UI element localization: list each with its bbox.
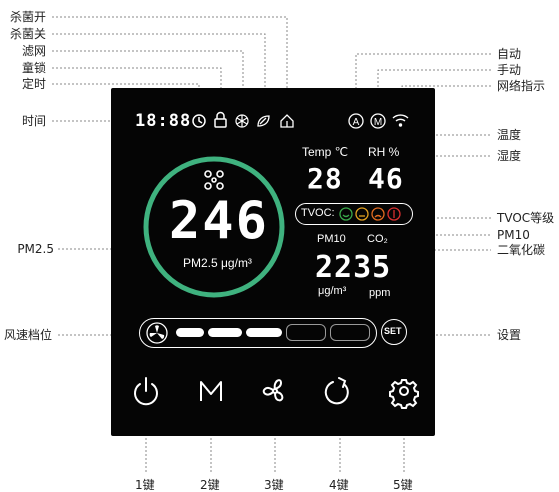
label-pm25: PM2.5 <box>17 242 54 256</box>
label-key-4: 4键 <box>329 478 349 492</box>
manual-mode-icon <box>370 113 386 129</box>
power-icon[interactable] <box>134 377 158 406</box>
manual-mode-letter: M <box>374 117 382 128</box>
label-key-3: 3键 <box>264 478 284 492</box>
pm10-co2-value: 2235 <box>315 250 392 285</box>
pm10-unit: μg/m³ <box>318 285 347 297</box>
gear-icon[interactable] <box>389 379 419 409</box>
tvoc-poor-icon <box>371 207 385 221</box>
label-key-1: 1键 <box>135 478 155 492</box>
temp-label: Temp ℃ <box>302 145 349 159</box>
label-timer: 定时 <box>21 77 46 91</box>
label-tvoc-level: TVOC等级 <box>497 211 555 225</box>
status-icons: A M <box>192 111 409 129</box>
auto-mode-icon <box>348 113 364 129</box>
rh-label: RH % <box>368 145 400 159</box>
temp-value: 28 <box>307 162 343 195</box>
label-time: 时间 <box>21 114 46 128</box>
pm25-ring <box>143 156 285 298</box>
label-auto: 自动 <box>497 47 522 61</box>
wifi-icon <box>392 114 409 127</box>
fan-icon[interactable] <box>262 379 284 402</box>
clock-display: 18:88 <box>135 111 192 131</box>
fan-speed-icon <box>146 322 168 344</box>
tvoc-good-icon <box>339 207 353 221</box>
label-sterilize-on: 杀菌开 <box>9 10 46 24</box>
co2-label: CO₂ <box>367 233 388 245</box>
fan-level-1 <box>176 328 204 337</box>
label-sterilize-off: 杀菌关 <box>9 27 46 41</box>
label-settings: 设置 <box>497 328 522 342</box>
clock-icon <box>192 114 206 128</box>
sterilize-off-icon <box>257 115 270 127</box>
label-fan-level: 风速档位 <box>3 328 52 342</box>
lock-icon <box>214 111 227 128</box>
sterilize-on-icon <box>280 114 294 128</box>
label-humidity: 湿度 <box>497 149 522 163</box>
set-button[interactable]: SET <box>381 319 407 345</box>
label-temperature: 温度 <box>497 128 522 142</box>
fan-level-5 <box>330 324 370 341</box>
refresh-icon[interactable] <box>324 377 349 405</box>
tvoc-severe-icon <box>387 207 401 221</box>
pm25-unit: PM2.5 μg/m³ <box>183 256 252 270</box>
fan-glyph-icon <box>204 170 224 190</box>
pm10-label: PM10 <box>317 233 346 245</box>
label-manual: 手动 <box>497 63 522 77</box>
label-pm10: PM10 <box>497 228 530 242</box>
auto-mode-letter: A <box>353 117 360 128</box>
tvoc-indicator: TVOC: <box>295 203 413 225</box>
label-key-2: 2键 <box>200 478 220 492</box>
label-child-lock: 童锁 <box>21 61 46 75</box>
fan-level-2 <box>208 328 242 337</box>
label-key-5: 5键 <box>393 478 413 492</box>
touch-keys <box>134 377 419 409</box>
tvoc-moderate-icon <box>355 207 369 221</box>
mode-m-icon[interactable] <box>200 381 222 401</box>
label-filter: 滤网 <box>21 44 46 58</box>
tvoc-label: TVOC: <box>301 207 335 219</box>
fan-speed-bar <box>139 318 377 348</box>
fan-level-3 <box>246 328 282 337</box>
pm25-value: 246 <box>169 191 269 251</box>
tvoc-faces <box>339 207 401 221</box>
set-label: SET <box>384 326 402 336</box>
fan-level-4 <box>286 324 326 341</box>
co2-unit: ppm <box>369 287 391 299</box>
control-panel: A M 18:88 246 PM2.5 μg/m³ Temp ℃ RH % 28 <box>111 88 435 436</box>
rh-value: 46 <box>368 162 404 195</box>
filter-icon <box>235 114 249 128</box>
label-co2: 二氧化碳 <box>497 243 546 257</box>
label-network: 网络指示 <box>497 79 546 93</box>
